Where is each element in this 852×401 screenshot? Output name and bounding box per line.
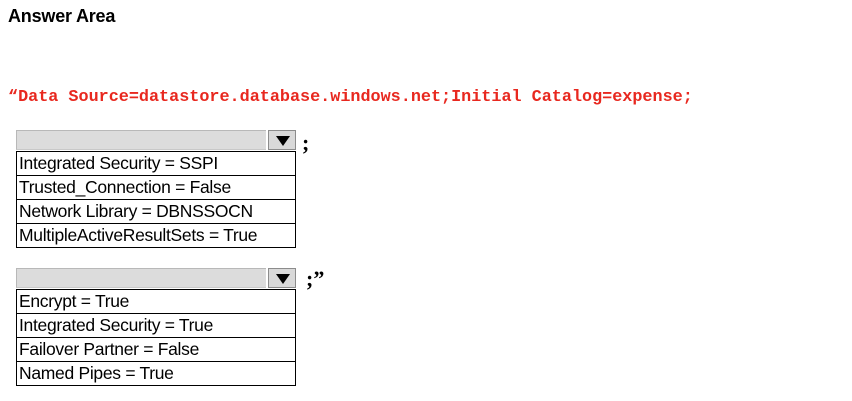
dropdown-1-options: Integrated Security = SSPI Trusted_Conne… — [16, 151, 296, 248]
dropdown-1[interactable]: Integrated Security = SSPI Trusted_Conne… — [16, 128, 296, 248]
dropdown-2-suffix: ;” — [306, 266, 325, 291]
dropdown-1-option[interactable]: Integrated Security = SSPI — [17, 152, 295, 176]
dropdown-1-suffix: ; — [302, 130, 310, 155]
dropdown-1-option[interactable]: Trusted_Connection = False — [17, 176, 295, 200]
dropdown-2-option[interactable]: Failover Partner = False — [17, 338, 295, 362]
dropdown-1-arrow-button[interactable] — [268, 130, 296, 150]
dropdown-2-options: Encrypt = True Integrated Security = Tru… — [16, 289, 296, 386]
dropdown-1-option[interactable]: Network Library = DBNSSOCN — [17, 200, 295, 224]
dropdown-2-option[interactable]: Integrated Security = True — [17, 314, 295, 338]
dropdown-1-selected-value[interactable] — [16, 130, 266, 150]
dropdown-2-option[interactable]: Encrypt = True — [17, 290, 295, 314]
dropdown-1-option[interactable]: MultipleActiveResultSets = True — [19, 225, 258, 245]
dropdown-2-header[interactable] — [16, 266, 296, 289]
connection-string-text: “Data Source=datastore.database.windows.… — [8, 88, 693, 107]
dropdown-1-header[interactable] — [16, 128, 296, 151]
dropdown-2-arrow-button[interactable] — [268, 268, 296, 288]
answer-area-title: Answer Area — [8, 6, 116, 26]
triangle-down-icon — [276, 136, 290, 146]
dropdown-2-option[interactable]: Named Pipes = True — [19, 363, 174, 383]
triangle-down-icon — [276, 274, 290, 284]
dropdown-2[interactable]: Encrypt = True Integrated Security = Tru… — [16, 266, 296, 386]
dropdown-2-selected-value[interactable] — [16, 268, 266, 288]
